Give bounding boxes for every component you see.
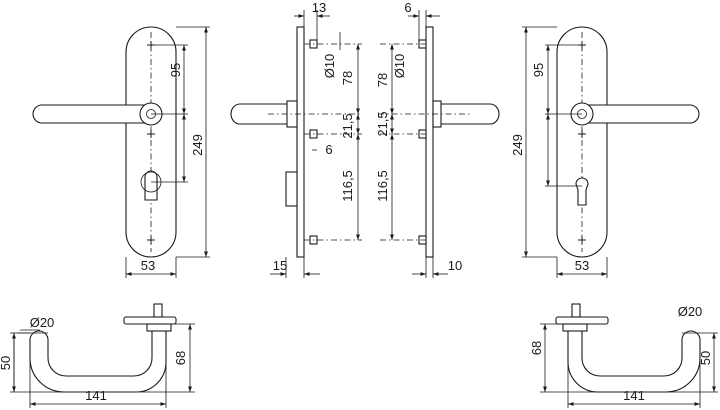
lever-handle (32, 104, 152, 124)
dim-spacing-low: 116,5 (340, 170, 355, 202)
dim-bore: Ø10 (392, 54, 407, 79)
top-view-left: Ø20 50 68 141 (0, 303, 195, 408)
dim-height: 68 (173, 351, 188, 365)
dim-plate-width: 53 (141, 258, 155, 273)
dim-total-height: 249 (190, 134, 205, 156)
front-view-left: 95 249 53 (32, 26, 210, 278)
screw-mark-mid (578, 130, 586, 138)
dim-thickness: 15 (273, 258, 287, 273)
screw-mark-bottom (578, 236, 586, 244)
cylinder-hole (575, 177, 589, 206)
dim-spacing-mid: 21,5 (340, 113, 355, 138)
dim-diameter: Ø20 (678, 304, 703, 319)
rose-flange (123, 316, 177, 325)
dim-handle-to-screw: 95 (168, 63, 183, 77)
rose-neck (146, 323, 172, 332)
dim-height: 68 (529, 341, 544, 355)
side-back-plate (285, 171, 298, 207)
dim-spacing-top: 78 (375, 73, 390, 87)
dim-total-height: 249 (510, 134, 525, 156)
top-view-right: Ø20 50 68 141 (529, 303, 718, 408)
dim-plate-width: 53 (575, 258, 589, 273)
dim-length: 141 (85, 388, 107, 403)
dim-spacing-low: 116,5 (375, 170, 390, 202)
u-lever-outline (567, 329, 701, 393)
dim-diameter: Ø20 (30, 315, 55, 330)
dim-spacing-mid: 21,5 (375, 111, 390, 136)
rose-neck (562, 323, 588, 332)
side-plate (425, 26, 434, 258)
dim-handle-to-screw: 95 (531, 63, 546, 77)
dim-depth: 50 (698, 351, 713, 365)
side-view-right: 6 Ø10 78 21,5 116,5 10 (375, 0, 500, 278)
lever-handle (581, 104, 700, 124)
rose-flange (555, 316, 609, 325)
side-view-left: 13 Ø10 78 21,5 6 116,5 15 (230, 0, 362, 278)
dim-length: 141 (623, 388, 645, 403)
dim-offset-top: 6 (404, 0, 411, 15)
side-lever (230, 103, 298, 125)
screw-mark-mid (147, 130, 155, 138)
dim-bore: Ø10 (322, 54, 337, 79)
side-plate (296, 26, 305, 258)
screw-mark-bottom (147, 236, 155, 244)
spindle (571, 303, 581, 318)
cylinder-hole (144, 170, 158, 201)
dim-offset-top: 13 (312, 0, 326, 15)
dim-offset-small: 6 (325, 142, 332, 157)
u-lever-outline (29, 329, 167, 393)
dim-spacing-top: 78 (340, 71, 355, 85)
dim-depth: 50 (0, 356, 13, 370)
front-view-right: 95 249 53 (510, 26, 700, 278)
dim-thickness: 10 (448, 258, 462, 273)
spindle (153, 303, 163, 318)
